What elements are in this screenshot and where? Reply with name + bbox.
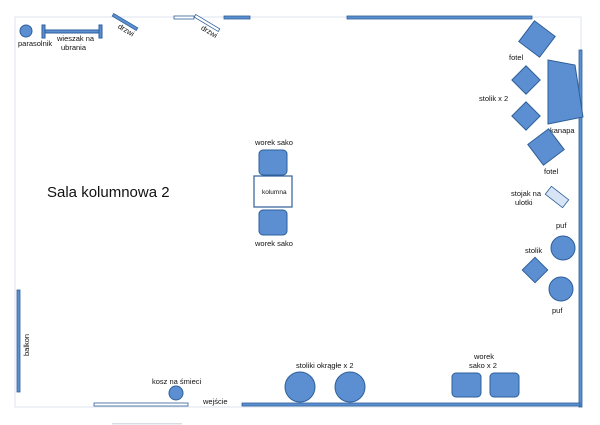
puf-top-icon bbox=[550, 235, 576, 261]
parasolnik-icon bbox=[19, 24, 33, 38]
door-right-label: drzwi bbox=[199, 23, 219, 40]
stolik-x2-icon-2 bbox=[511, 101, 541, 131]
fotel-bottom-icon bbox=[527, 128, 565, 166]
wall-bottom bbox=[241, 402, 581, 407]
wieszak-end-right bbox=[98, 24, 103, 39]
door-right-leaf bbox=[193, 13, 221, 33]
fotel-top-icon bbox=[518, 20, 556, 58]
door-left-label: drzwi bbox=[116, 22, 136, 39]
kanapa-icon bbox=[547, 59, 584, 125]
worek-sako-bottom-label: worek sako bbox=[254, 239, 293, 248]
stojak-label-line1: stojak na bbox=[511, 189, 542, 198]
worek-sako-bottom-icon bbox=[258, 209, 288, 236]
door-top-right-frame bbox=[173, 15, 195, 20]
worek-x2-icon-1 bbox=[451, 372, 482, 398]
door-wejscie bbox=[93, 402, 189, 407]
stojak-label-line2: ulotki bbox=[515, 198, 533, 207]
puf-bottom-label: puf bbox=[552, 306, 563, 315]
worek-x2-icon-2 bbox=[489, 372, 520, 398]
wall-right bbox=[578, 49, 583, 408]
wejscie-label: wejście bbox=[202, 397, 228, 406]
wall-top-right bbox=[346, 15, 533, 20]
stolik-label: stolik bbox=[525, 246, 542, 255]
worek-x2-label-line2: sako x 2 bbox=[469, 361, 497, 370]
bottom-stub bbox=[112, 423, 182, 425]
kanapa-label: kanapa bbox=[550, 126, 575, 135]
stolik-x2-icon-1 bbox=[511, 65, 541, 95]
door-left-leaf bbox=[111, 12, 139, 32]
stojak-icon bbox=[544, 185, 570, 209]
fotel-top-label: fotel bbox=[509, 53, 524, 62]
room-outline bbox=[14, 16, 582, 408]
puf-top-label: puf bbox=[556, 221, 567, 230]
kolumna-label: kolumna bbox=[262, 189, 287, 196]
kosz-icon bbox=[168, 385, 184, 401]
fotel-bottom-label: fotel bbox=[544, 167, 559, 176]
stolik-okragly-1-icon bbox=[284, 371, 316, 403]
stoliki-okragle-label: stoliki okrągłe x 2 bbox=[296, 361, 354, 370]
balkon-label: balkon bbox=[22, 334, 31, 356]
stolik-icon bbox=[521, 256, 549, 284]
wieszak-bar bbox=[42, 29, 102, 34]
room-title: Sala kolumnowa 2 bbox=[47, 184, 170, 201]
stolik-x2-label: stolik x 2 bbox=[479, 94, 508, 103]
kosz-label: kosz na śmieci bbox=[152, 377, 202, 386]
stolik-okragly-2-icon bbox=[334, 371, 366, 403]
worek-sako-top-icon bbox=[258, 149, 288, 176]
wall-balkon bbox=[16, 289, 21, 393]
wieszak-end-left bbox=[41, 24, 46, 39]
kolumna-box bbox=[253, 175, 293, 208]
parasolnik-label: parasolnik bbox=[18, 39, 52, 48]
wieszak-label-line1: wieszak na bbox=[56, 34, 95, 43]
worek-sako-top-label: worek sako bbox=[254, 138, 293, 147]
wieszak-label-line2: ubrania bbox=[61, 43, 87, 52]
puf-bottom-icon bbox=[548, 276, 574, 302]
wall-top-left bbox=[223, 15, 251, 20]
worek-x2-label-line1: worek bbox=[473, 352, 494, 361]
